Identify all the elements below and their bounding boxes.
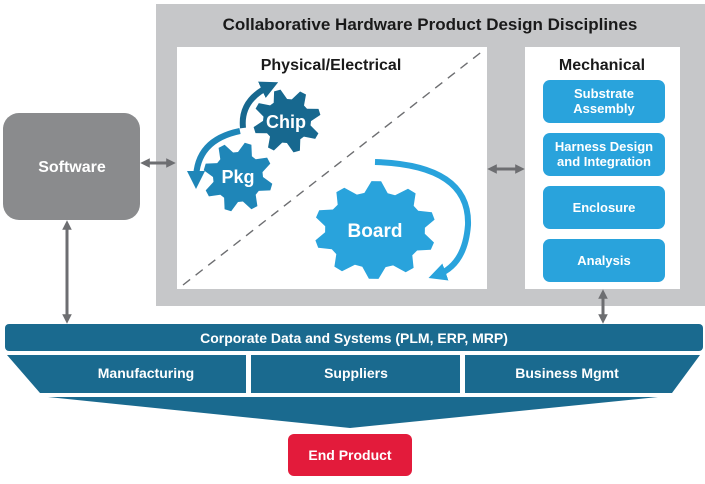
end-product-label: End Product bbox=[308, 447, 392, 463]
end-product-box bbox=[288, 434, 412, 476]
mechanical-item-enclosure: Enclosure bbox=[543, 186, 665, 229]
gear-chip-label: Chip bbox=[266, 112, 306, 132]
gear-board-label: Board bbox=[348, 221, 403, 242]
svg-text:Enclosure: Enclosure bbox=[573, 200, 636, 215]
svg-text:Assembly: Assembly bbox=[573, 101, 635, 116]
section-suppliers bbox=[251, 355, 460, 393]
arrow-chip-to-pkg bbox=[187, 128, 241, 189]
svg-text:Analysis: Analysis bbox=[577, 253, 630, 268]
arrow-board-cycle bbox=[374, 159, 472, 281]
section-business-mgmt-label: Business Mgmt bbox=[515, 365, 619, 381]
section-manufacturing bbox=[7, 355, 246, 393]
gear-chip: Chip bbox=[253, 89, 321, 153]
section-manufacturing-label: Manufacturing bbox=[98, 365, 194, 381]
mechanical-item-harness-design: Harness Design and Integration bbox=[543, 133, 665, 176]
panel-title: Collaborative Hardware Product Design Di… bbox=[223, 15, 638, 34]
svg-text:Harness Design: Harness Design bbox=[555, 139, 653, 154]
mechanical-item-analysis: Analysis bbox=[543, 239, 665, 282]
corporate-data-bar bbox=[5, 324, 703, 351]
gear-board: Board bbox=[315, 181, 435, 279]
software-box bbox=[3, 113, 140, 220]
gear-pkg-label: Pkg bbox=[221, 167, 254, 187]
physical-electrical-heading: Physical/Electrical bbox=[261, 57, 402, 74]
funnel-to-end-product bbox=[48, 397, 658, 428]
corporate-data-label: Corporate Data and Systems (PLM, ERP, MR… bbox=[200, 330, 508, 346]
section-business-mgmt bbox=[465, 355, 700, 393]
svg-text:Substrate: Substrate bbox=[574, 86, 634, 101]
mechanical-heading: Mechanical bbox=[559, 57, 645, 74]
gear-pkg: Pkg bbox=[203, 142, 273, 212]
arrow-pkg-to-chip bbox=[239, 81, 279, 129]
section-suppliers-label: Suppliers bbox=[324, 365, 388, 381]
mechanical-item-substrate-assembly: Substrate Assembly bbox=[543, 80, 665, 123]
software-label: Software bbox=[38, 159, 106, 176]
svg-text:and Integration: and Integration bbox=[557, 154, 651, 169]
